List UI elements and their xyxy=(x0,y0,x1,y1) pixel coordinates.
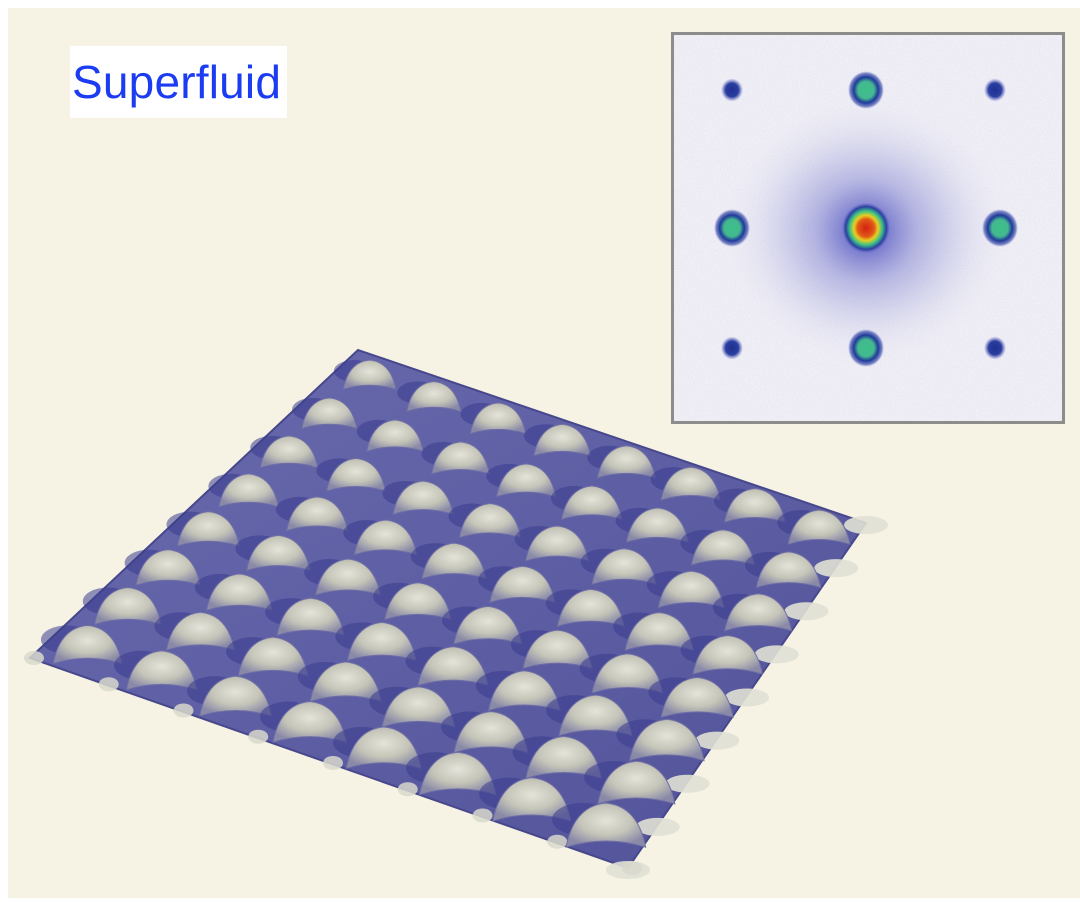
lattice-peak xyxy=(218,473,280,508)
interference-pattern-image xyxy=(674,35,1062,421)
lattice-peak xyxy=(692,635,764,675)
lattice-peak xyxy=(525,525,590,562)
lattice-edge-bump xyxy=(397,782,418,797)
lattice-peak xyxy=(533,423,592,457)
lattice-peak xyxy=(596,445,657,479)
lattice-edge-bump xyxy=(784,602,829,621)
lattice-edge-bump xyxy=(665,774,710,793)
lattice-peak xyxy=(556,588,625,628)
lattice-edge-bump xyxy=(622,861,642,875)
lattice-surface xyxy=(24,348,888,879)
lattice-peak xyxy=(417,646,489,687)
momentum-distribution-inset xyxy=(671,32,1065,424)
lattice-peak xyxy=(489,565,556,604)
lattice-peak xyxy=(237,636,309,677)
lattice-peak xyxy=(487,670,561,712)
interference-peak-weak xyxy=(984,78,1006,102)
lattice-edge-bump xyxy=(725,688,769,707)
lattice-edge-bump xyxy=(173,703,194,718)
lattice-peak xyxy=(560,485,623,521)
figure-panel: Superfluid xyxy=(8,8,1080,898)
lattice-edge-bump xyxy=(547,834,568,849)
lattice-peak xyxy=(492,777,572,822)
title-text: Superfluid xyxy=(72,56,282,108)
lattice-peak xyxy=(591,653,664,694)
lattice-peak xyxy=(406,380,462,413)
lattice-peak xyxy=(205,573,273,611)
lattice-peak xyxy=(660,466,721,501)
lattice-edge-bump xyxy=(635,817,680,836)
lattice-edge-bump xyxy=(248,729,269,744)
lattice-peak xyxy=(558,694,633,737)
lattice-peak xyxy=(453,605,523,645)
lattice-peak xyxy=(453,711,529,754)
lattice-peak xyxy=(525,735,603,779)
lattice-peak xyxy=(723,488,786,523)
lattice-edge-bump xyxy=(323,756,343,770)
lattice-peak xyxy=(755,551,822,589)
interference-peak-weak xyxy=(984,336,1006,360)
lattice-peak xyxy=(345,726,422,770)
lattice-peak xyxy=(495,463,557,498)
lattice-peak xyxy=(366,419,424,452)
lattice-peak xyxy=(724,593,793,632)
lattice-edge-bump xyxy=(814,559,859,578)
lattice-peak xyxy=(309,661,382,703)
lattice-peak xyxy=(326,457,387,492)
lattice-peak xyxy=(591,548,657,585)
lattice-peak xyxy=(199,675,273,717)
lattice-peak xyxy=(276,597,345,637)
lattice-peak xyxy=(176,511,241,547)
lattice-peak xyxy=(690,529,756,566)
lattice-peak xyxy=(165,611,236,651)
lattice-edge-bump xyxy=(844,516,888,534)
lattice-edge-bump xyxy=(98,677,119,692)
lattice-peak xyxy=(522,629,593,670)
lattice-peak xyxy=(392,480,454,515)
interference-peak-medium xyxy=(982,209,1018,247)
lattice-peak xyxy=(458,502,522,539)
lattice-peak xyxy=(52,624,123,665)
lattice-peak xyxy=(384,582,452,621)
lattice-peak xyxy=(272,701,348,743)
lattice-peak xyxy=(125,650,198,691)
lattice-peak xyxy=(431,441,491,475)
lattice-edge-bump xyxy=(472,808,493,823)
lattice-peak xyxy=(418,751,497,796)
lattice-peak xyxy=(93,586,162,626)
lattice-peak xyxy=(657,570,725,609)
lattice-peak xyxy=(342,359,397,391)
lattice-peak xyxy=(565,802,647,848)
lattice-peak xyxy=(381,686,456,728)
lattice-peak xyxy=(624,611,694,651)
lattice-peak xyxy=(421,542,487,580)
lattice-peak xyxy=(660,676,734,719)
lattice-peak xyxy=(315,558,382,596)
lattice-peak xyxy=(597,760,676,805)
lattice-peak xyxy=(285,496,349,532)
interference-peak-weak xyxy=(721,78,743,102)
interference-peak-medium xyxy=(848,71,884,109)
lattice-edge-bump xyxy=(754,645,799,664)
lattice-peak xyxy=(469,402,527,435)
lattice-peak xyxy=(301,397,358,430)
interference-peak-weak xyxy=(721,336,743,360)
interference-peak-strong xyxy=(842,202,890,254)
lattice-peak xyxy=(353,519,418,556)
title-label: Superfluid xyxy=(70,46,288,118)
lattice-peak xyxy=(625,507,689,543)
lattice-edge-bump xyxy=(24,651,44,665)
interference-peak-medium xyxy=(848,329,884,367)
lattice-peak xyxy=(787,509,851,545)
interference-peak-medium xyxy=(714,209,750,247)
lattice-peak xyxy=(259,435,319,469)
lattice-edge-bump xyxy=(695,731,740,750)
lattice-peak xyxy=(135,549,201,586)
lattice-peak xyxy=(245,534,311,572)
lattice-peak xyxy=(346,621,417,662)
lattice-peak xyxy=(628,718,705,762)
